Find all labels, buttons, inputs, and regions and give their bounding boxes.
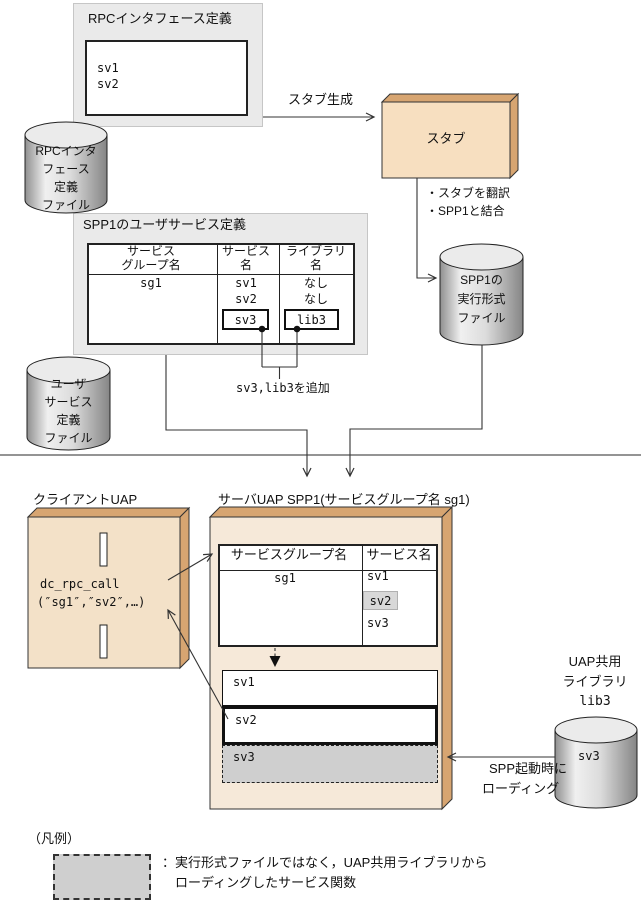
cell-group-name: sg1 xyxy=(140,276,162,290)
exec-file-label: SPP1の 実行形式 ファイル xyxy=(457,273,506,325)
exec-file-down-arrow xyxy=(345,345,483,478)
table-header: サービス名 xyxy=(366,547,432,562)
stub-note: ・スタブを翻訳 xyxy=(426,186,511,200)
added-library-box: lib3 xyxy=(284,309,339,330)
cell-group-name: sg1 xyxy=(274,571,296,585)
stub-box-label: スタブ xyxy=(426,131,466,146)
rpc-def-file-label: RPCインタ フェース 定義 ファイル xyxy=(35,144,97,212)
service-entry: sv2 xyxy=(97,77,119,91)
legend-title: （凡例） xyxy=(28,831,81,846)
legend-text: ：実行形式ファイルではなく，UAP共用ライブラリから xyxy=(162,855,488,870)
rpc-call-args: (″sg1″,″sv2″,…) xyxy=(37,595,146,609)
function-box-sv1: sv1 xyxy=(222,670,438,706)
service-entry: sv1 xyxy=(97,61,119,75)
function-box-sv3-loaded: sv3 xyxy=(222,745,438,783)
cell-library: なし xyxy=(303,276,329,290)
dispatch-arrowhead xyxy=(269,656,281,667)
function-box-sv2: sv2 xyxy=(222,706,438,745)
client-slot-bottom xyxy=(99,624,108,659)
col-header: 名 xyxy=(309,258,323,272)
col-header: ライブラリ xyxy=(285,244,347,258)
table-header: サービスグループ名 xyxy=(230,547,348,562)
stub-note: ・SPP1と結合 xyxy=(426,204,505,218)
added-service-box: sv3 xyxy=(222,309,269,330)
rpc-interface-title: RPCインタフェース定義 xyxy=(88,11,232,26)
cell-service: sv1 xyxy=(367,569,389,583)
user-service-title: SPP1のユーザサービス定義 xyxy=(83,217,246,232)
col-header: サービス xyxy=(126,244,176,258)
loading-note: SPP起動時に xyxy=(489,761,568,776)
lib-service-label: sv3 xyxy=(578,749,600,763)
user-def-file-label: ユーザ サービス 定義 ファイル xyxy=(44,377,93,445)
legend-text: ローディングしたサービス関数 xyxy=(175,875,357,890)
col-header: 名 xyxy=(239,258,253,272)
loading-note: ローディング xyxy=(482,781,560,796)
cell-service: sv2 xyxy=(235,292,257,306)
service-highlight-sv2: sv2 xyxy=(363,591,398,610)
stub-gen-arrow-label: スタブ生成 xyxy=(288,92,354,107)
client-uap-title: クライアントUAP xyxy=(33,492,138,507)
legend-swatch xyxy=(53,854,151,900)
client-slot-top xyxy=(99,532,108,567)
client-to-server-arrow xyxy=(167,553,214,581)
col-header: サービス xyxy=(221,244,271,258)
service-group-table xyxy=(218,544,438,647)
cell-service: sv1 xyxy=(235,276,257,290)
cell-library: なし xyxy=(303,292,329,306)
cell-service: sv3 xyxy=(367,616,389,630)
added-note: sv3,lib3を追加 xyxy=(236,381,330,395)
uap-shared-lib-label: UAP共用 ライブラリ lib3 xyxy=(562,654,628,709)
rpc-interface-content-box xyxy=(85,40,248,116)
server-uap-title: サーバUAP SPP1(サービスグループ名 sg1) xyxy=(218,492,470,507)
rpc-call-text: dc_rpc_call xyxy=(40,577,120,591)
user-def-down-arrow xyxy=(165,355,312,478)
col-header: グループ名 xyxy=(121,258,181,272)
